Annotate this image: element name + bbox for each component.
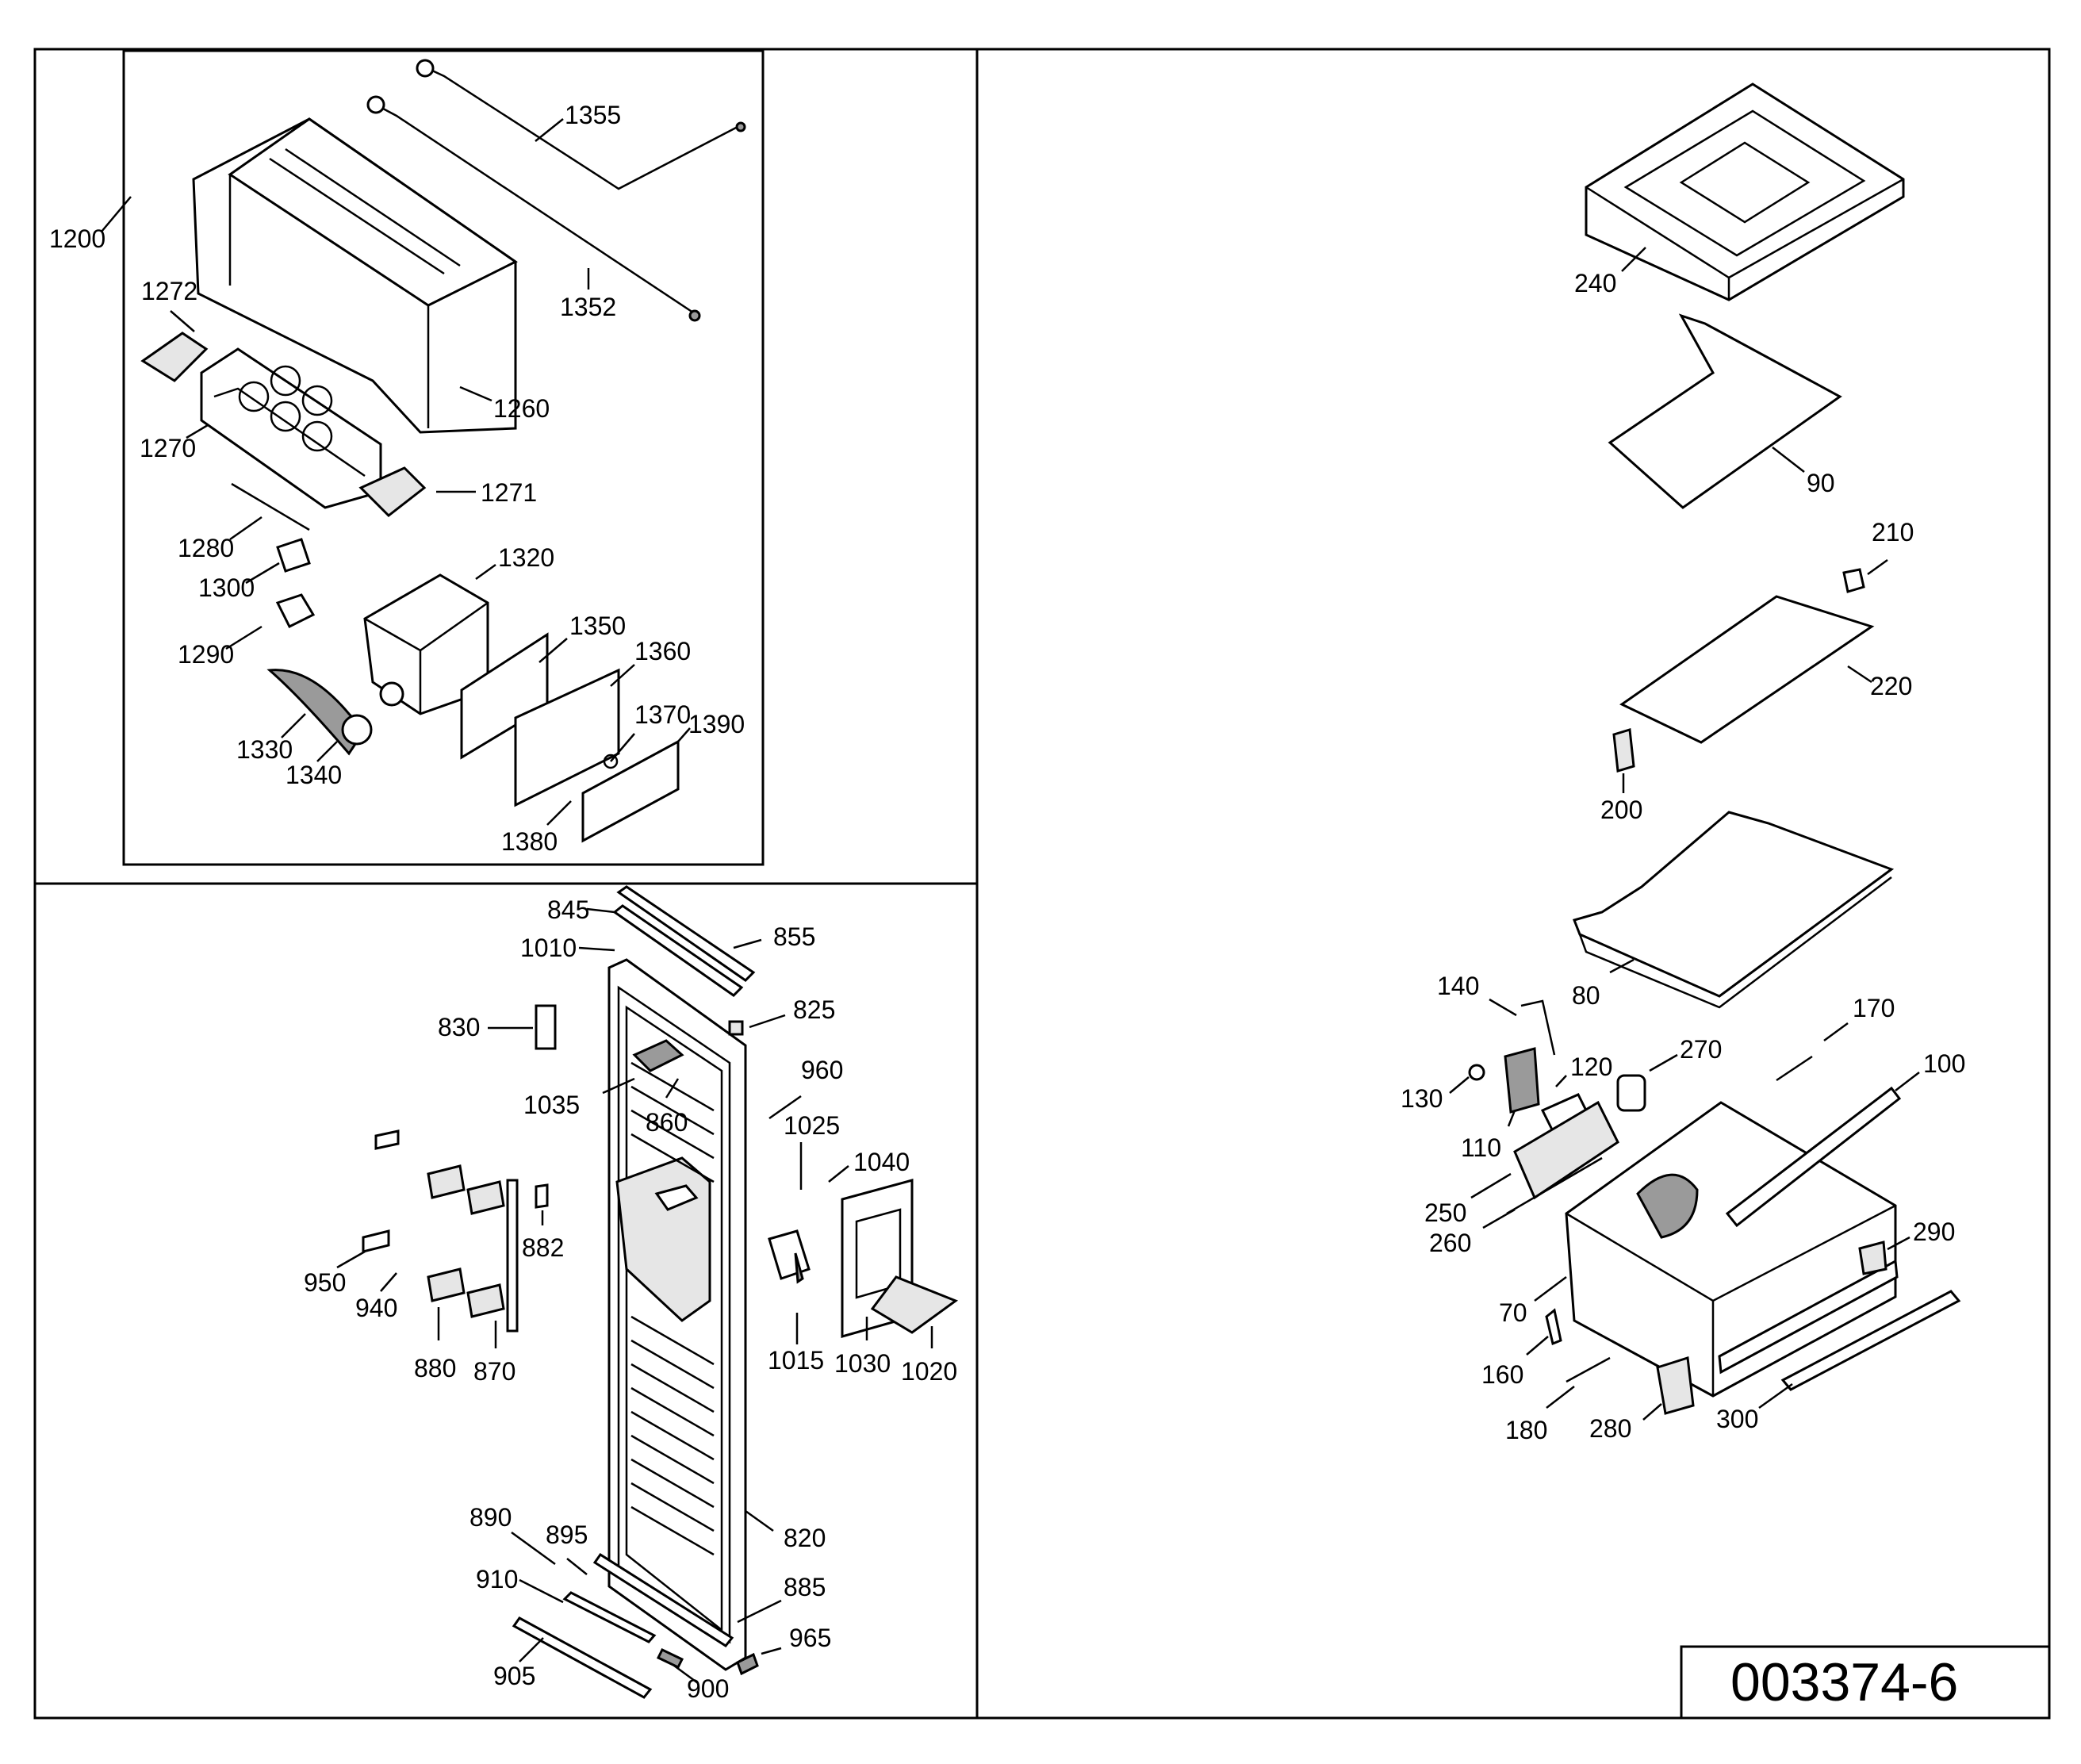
callout-855: 855 xyxy=(773,922,815,951)
callout-180: 180 xyxy=(1505,1416,1547,1444)
callout-120: 120 xyxy=(1570,1053,1612,1081)
callout-1300: 1300 xyxy=(198,573,255,602)
callout-220: 220 xyxy=(1870,672,1912,700)
callout-1380: 1380 xyxy=(501,827,558,856)
callout-880: 880 xyxy=(414,1354,456,1382)
callout-1320: 1320 xyxy=(498,543,554,572)
callout-860: 860 xyxy=(646,1108,688,1137)
callout-830: 830 xyxy=(438,1013,480,1041)
callout-130: 130 xyxy=(1401,1084,1443,1113)
callout-1260: 1260 xyxy=(493,394,550,423)
callout-160: 160 xyxy=(1481,1360,1523,1389)
drawer-callouts: 240 90 210 220 200 80 140 170 120 270 10… xyxy=(1401,247,1965,1444)
icemaker-assembly xyxy=(140,59,746,843)
callout-1330: 1330 xyxy=(236,735,293,764)
callout-870: 870 xyxy=(473,1357,515,1386)
callout-80: 80 xyxy=(1572,981,1600,1010)
callout-950: 950 xyxy=(304,1268,346,1297)
callout-90: 90 xyxy=(1807,469,1835,497)
callout-900: 900 xyxy=(687,1674,729,1703)
callout-890: 890 xyxy=(469,1503,512,1532)
callout-1040: 1040 xyxy=(853,1148,910,1176)
callout-1280: 1280 xyxy=(178,534,234,562)
freezer-door-assembly xyxy=(362,885,959,1699)
callout-1352: 1352 xyxy=(560,293,616,321)
callout-270: 270 xyxy=(1680,1035,1722,1064)
callout-895: 895 xyxy=(546,1520,588,1549)
callout-280: 280 xyxy=(1589,1414,1631,1443)
callout-940: 940 xyxy=(355,1294,397,1322)
callout-1355: 1355 xyxy=(565,101,621,129)
callout-240: 240 xyxy=(1574,269,1616,297)
callout-1272: 1272 xyxy=(141,277,197,305)
callout-1290: 1290 xyxy=(178,640,234,669)
callout-1020: 1020 xyxy=(901,1357,957,1386)
diagram-frames xyxy=(33,48,2051,1720)
callout-1010: 1010 xyxy=(520,934,577,962)
callout-110: 110 xyxy=(1461,1133,1501,1162)
callout-820: 820 xyxy=(784,1524,826,1552)
callout-290: 290 xyxy=(1913,1218,1955,1246)
callout-1015: 1015 xyxy=(768,1346,824,1375)
callout-885: 885 xyxy=(784,1573,826,1601)
callout-905: 905 xyxy=(493,1662,535,1690)
callout-1030: 1030 xyxy=(834,1349,891,1378)
callout-1370: 1370 xyxy=(634,700,691,729)
callout-910: 910 xyxy=(476,1565,518,1593)
document-number: 003374-6 xyxy=(1730,1652,1958,1712)
callout-825: 825 xyxy=(793,995,835,1024)
callout-300: 300 xyxy=(1716,1405,1758,1433)
callout-70: 70 xyxy=(1499,1298,1527,1327)
callout-1390: 1390 xyxy=(688,710,745,738)
icemaker-callouts: 1355 1352 1200 1272 1260 1270 1271 1280 … xyxy=(49,101,745,856)
callout-965: 965 xyxy=(789,1624,831,1652)
callout-1035: 1035 xyxy=(523,1091,580,1119)
callout-200: 200 xyxy=(1600,796,1642,824)
callout-1271: 1271 xyxy=(481,478,537,507)
callout-210: 210 xyxy=(1872,518,1914,546)
callout-170: 170 xyxy=(1853,994,1895,1022)
callout-1200: 1200 xyxy=(49,224,105,253)
door-callouts: 845 855 1010 825 830 960 1035 860 1025 1… xyxy=(304,895,957,1703)
ice-drawer-assembly xyxy=(1468,82,1961,1415)
callout-250: 250 xyxy=(1424,1198,1466,1227)
callout-1360: 1360 xyxy=(634,637,691,665)
callout-960: 960 xyxy=(801,1056,843,1084)
callout-882: 882 xyxy=(522,1233,564,1262)
callout-1340: 1340 xyxy=(286,761,342,789)
callout-1025: 1025 xyxy=(784,1111,840,1140)
callout-140: 140 xyxy=(1437,972,1479,1000)
callout-1350: 1350 xyxy=(569,612,626,640)
callout-845: 845 xyxy=(547,895,589,924)
callout-1270: 1270 xyxy=(140,434,196,462)
callout-100: 100 xyxy=(1923,1049,1965,1078)
callout-260: 260 xyxy=(1429,1229,1471,1257)
